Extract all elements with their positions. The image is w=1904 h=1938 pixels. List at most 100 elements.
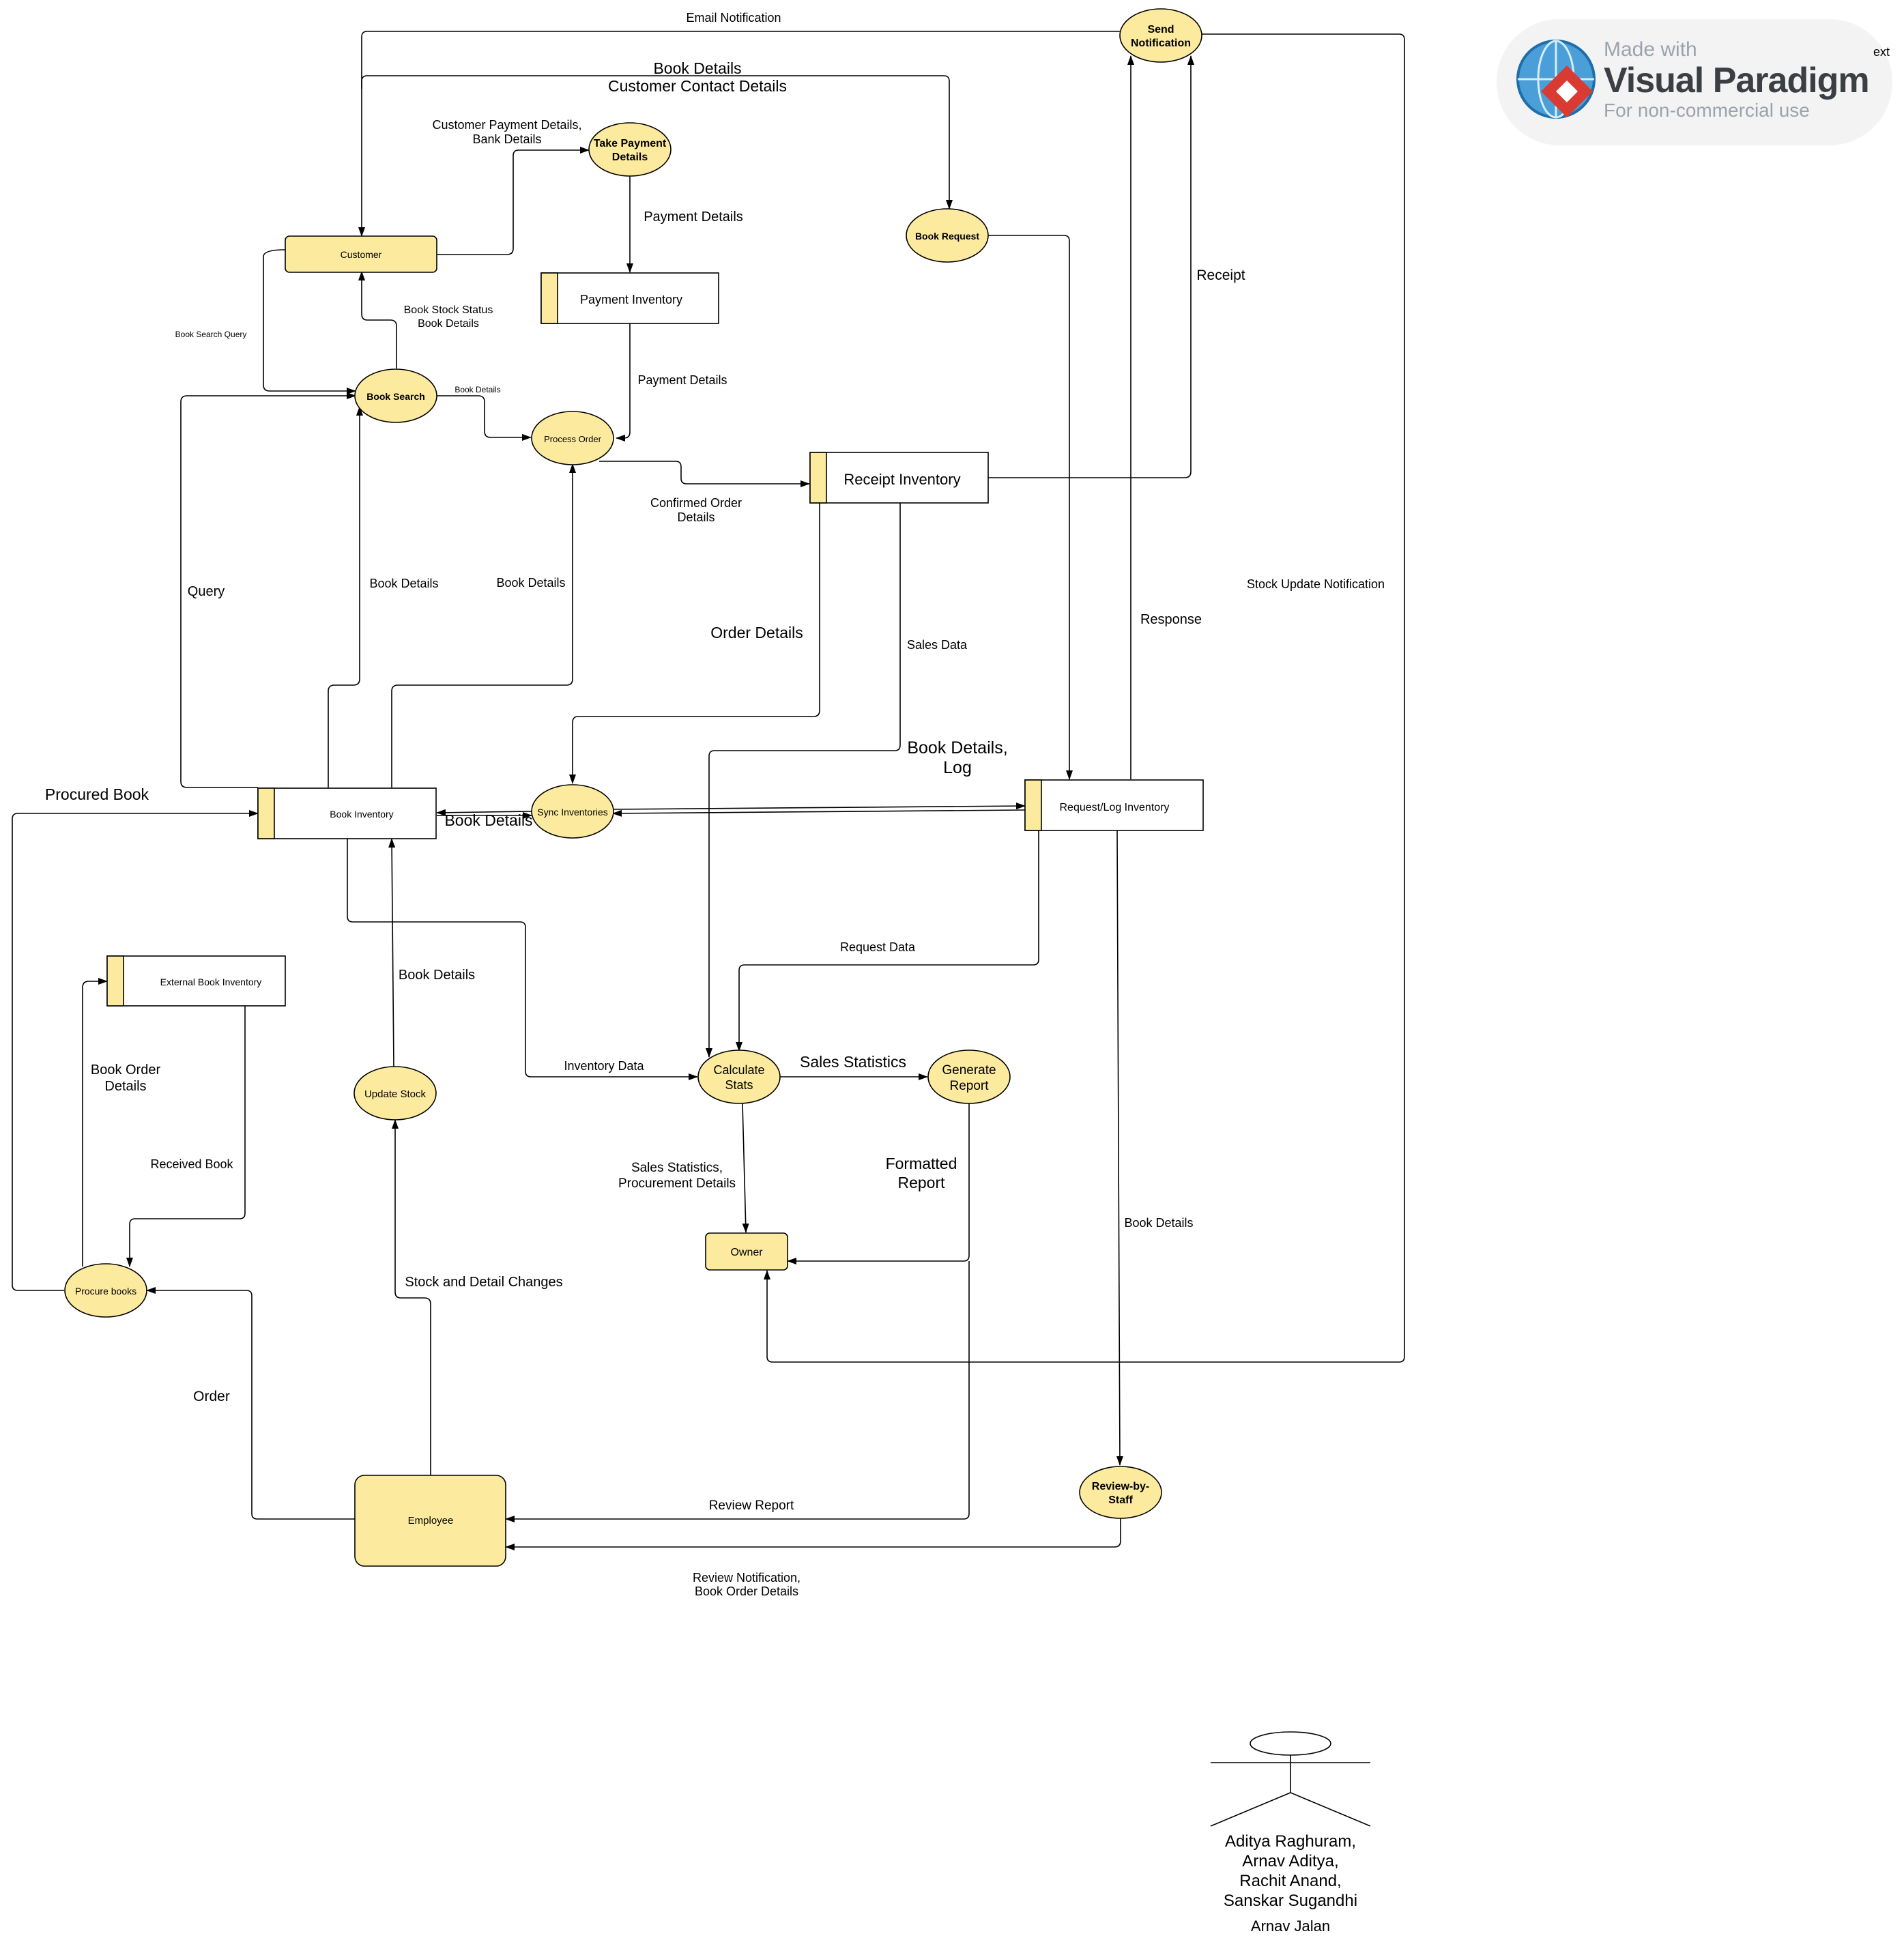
review-by-staff-label-2: Staff	[1108, 1494, 1133, 1506]
external-book-inventory-label: External Book Inventory	[160, 977, 262, 987]
node-process-order[interactable]: Process Order	[531, 411, 614, 465]
flow-payment-details-2	[616, 323, 631, 442]
procure-books-label: Procure books	[75, 1286, 136, 1297]
label-book-details-contact-1: Book Details	[653, 59, 741, 77]
review-by-staff-label-1: Review-by-	[1092, 1481, 1149, 1492]
node-send-notification[interactable]: Send Notification	[1119, 8, 1202, 63]
label-formatted-report-2: Report	[897, 1174, 945, 1191]
label-sales-data: Sales Data	[907, 638, 968, 652]
flow-book-details-review	[1116, 830, 1123, 1466]
request-log-inventory-label: Request/Log Inventory	[1060, 802, 1170, 813]
generate-report-label-1: Generate	[942, 1063, 996, 1078]
node-employee[interactable]: Employee	[354, 1475, 506, 1567]
label-book-order-details-2: Details	[104, 1079, 146, 1094]
label-sales-statistics: Sales Statistics	[800, 1053, 906, 1071]
flow-request-data	[736, 830, 1039, 1052]
label-stock-update-notification: Stock Update Notification	[1247, 577, 1385, 591]
flow-labels: Email Notification Book Details Customer…	[45, 11, 1385, 1598]
send-notification-label-2: Notification	[1131, 38, 1191, 49]
label-query: Query	[188, 584, 225, 599]
sync-inventories-label: Sync Inventories	[537, 807, 608, 818]
flow-book-order-details	[82, 978, 108, 1267]
flow-book-request	[988, 235, 1073, 780]
node-procure-books[interactable]: Procure books	[64, 1263, 147, 1318]
label-book-details-review: Book Details	[1124, 1216, 1193, 1230]
node-generate-report[interactable]: Generate Report	[927, 1050, 1011, 1104]
node-take-payment-details[interactable]: Take Payment Details	[588, 122, 672, 177]
label-book-stock-status-1: Book Stock Status	[404, 304, 493, 316]
receipt-inventory-label: Receipt Inventory	[843, 471, 960, 488]
node-book-search[interactable]: Book Search	[354, 368, 437, 423]
watermark-made-with: Made with	[1604, 38, 1697, 61]
label-review-notification-1: Review Notification,	[693, 1571, 800, 1585]
label-procured-book: Procured Book	[45, 785, 149, 803]
label-order: Order	[193, 1389, 230, 1404]
flow-formatted-report	[787, 1103, 970, 1264]
node-customer[interactable]: Customer	[285, 235, 437, 273]
flow-lines	[12, 31, 1405, 1550]
label-confirmed-order-2: Details	[677, 510, 715, 524]
owner-label: Owner	[730, 1247, 763, 1258]
flow-review-report	[505, 1261, 970, 1522]
label-book-order-details-1: Book Order	[91, 1062, 161, 1078]
actor-head-icon	[1250, 1731, 1331, 1756]
flow-book-details-a	[328, 406, 363, 787]
label-book-details-a: Book Details	[369, 577, 438, 590]
node-owner[interactable]: Owner	[705, 1232, 788, 1271]
book-request-label: Book Request	[915, 231, 979, 242]
authors-actor: Aditya Raghuram, Arnav Aditya, Rachit An…	[1210, 1731, 1371, 1935]
payment-inventory-label: Payment Inventory	[580, 293, 682, 306]
label-sales-stats-procurement-2: Procurement Details	[618, 1176, 736, 1191]
flow-contact-details	[361, 75, 953, 209]
label-book-search-query: Book Search Query	[175, 330, 247, 339]
flow-inventory-data	[347, 839, 698, 1080]
label-response: Response	[1140, 612, 1202, 627]
label-book-details-contact-2: Customer Contact Details	[608, 77, 787, 95]
node-calculate-stats[interactable]: Calculate Stats	[697, 1050, 781, 1104]
customer-label: Customer	[341, 249, 382, 260]
flow-book-search-query	[263, 249, 356, 394]
flow-confirmed-order	[599, 461, 810, 487]
node-book-request[interactable]: Book Request	[906, 208, 989, 263]
label-stock-detail-changes: Stock and Detail Changes	[405, 1275, 562, 1290]
label-book-stock-status-2: Book Details	[418, 318, 479, 330]
book-inventory-label: Book Inventory	[330, 809, 393, 820]
label-payment-details-1: Payment Details	[644, 209, 743, 225]
node-sync-inventories[interactable]: Sync Inventories	[531, 784, 614, 839]
flow-book-details-log-back	[612, 809, 1026, 817]
flow-query	[180, 392, 356, 788]
store-external-book-inventory[interactable]: External Book Inventory	[106, 955, 286, 1007]
label-order-details: Order Details	[710, 624, 803, 641]
label-review-report: Review Report	[709, 1499, 794, 1513]
flow-customer-payment	[437, 147, 590, 255]
flow-sales-data	[706, 503, 901, 1058]
label-customer-payment-1: Customer Payment Details,	[432, 118, 581, 132]
label-book-details-update: Book Details	[399, 968, 475, 983]
label-book-details-log-2: Log	[943, 758, 972, 777]
label-inventory-data: Inventory Data	[564, 1059, 644, 1073]
flow-procured-book	[12, 810, 259, 1291]
flow-book-details-small	[437, 395, 532, 441]
node-review-by-staff[interactable]: Review-by- Staff	[1079, 1466, 1162, 1519]
label-email-notification: Email Notification	[686, 11, 781, 25]
book-search-label: Book Search	[366, 391, 425, 402]
store-payment-inventory[interactable]: Payment Inventory	[540, 272, 719, 324]
flow-sales-stats-procurement	[742, 1103, 749, 1233]
label-customer-payment-2: Bank Details	[472, 132, 541, 146]
flow-book-stock-status	[358, 271, 397, 368]
author-3: Rachit Anand,	[1239, 1872, 1341, 1890]
calculate-stats-label-2: Stats	[725, 1078, 753, 1092]
send-notification-label-1: Send	[1147, 24, 1174, 35]
author-1: Aditya Raghuram,	[1225, 1832, 1356, 1851]
employee-label: Employee	[408, 1515, 454, 1527]
flow-stock-update	[764, 33, 1405, 1363]
flow-book-details-log	[612, 802, 1026, 810]
node-update-stock[interactable]: Update Stock	[354, 1066, 437, 1120]
store-request-log-inventory[interactable]: Request/Log Inventory	[1024, 779, 1204, 831]
label-sales-stats-procurement-1: Sales Statistics,	[631, 1161, 723, 1175]
flow-email-notification	[358, 31, 1121, 237]
store-receipt-inventory[interactable]: Receipt Inventory	[809, 452, 989, 504]
label-book-details-b: Book Details	[496, 576, 565, 590]
store-book-inventory[interactable]: Book Inventory	[257, 787, 437, 839]
